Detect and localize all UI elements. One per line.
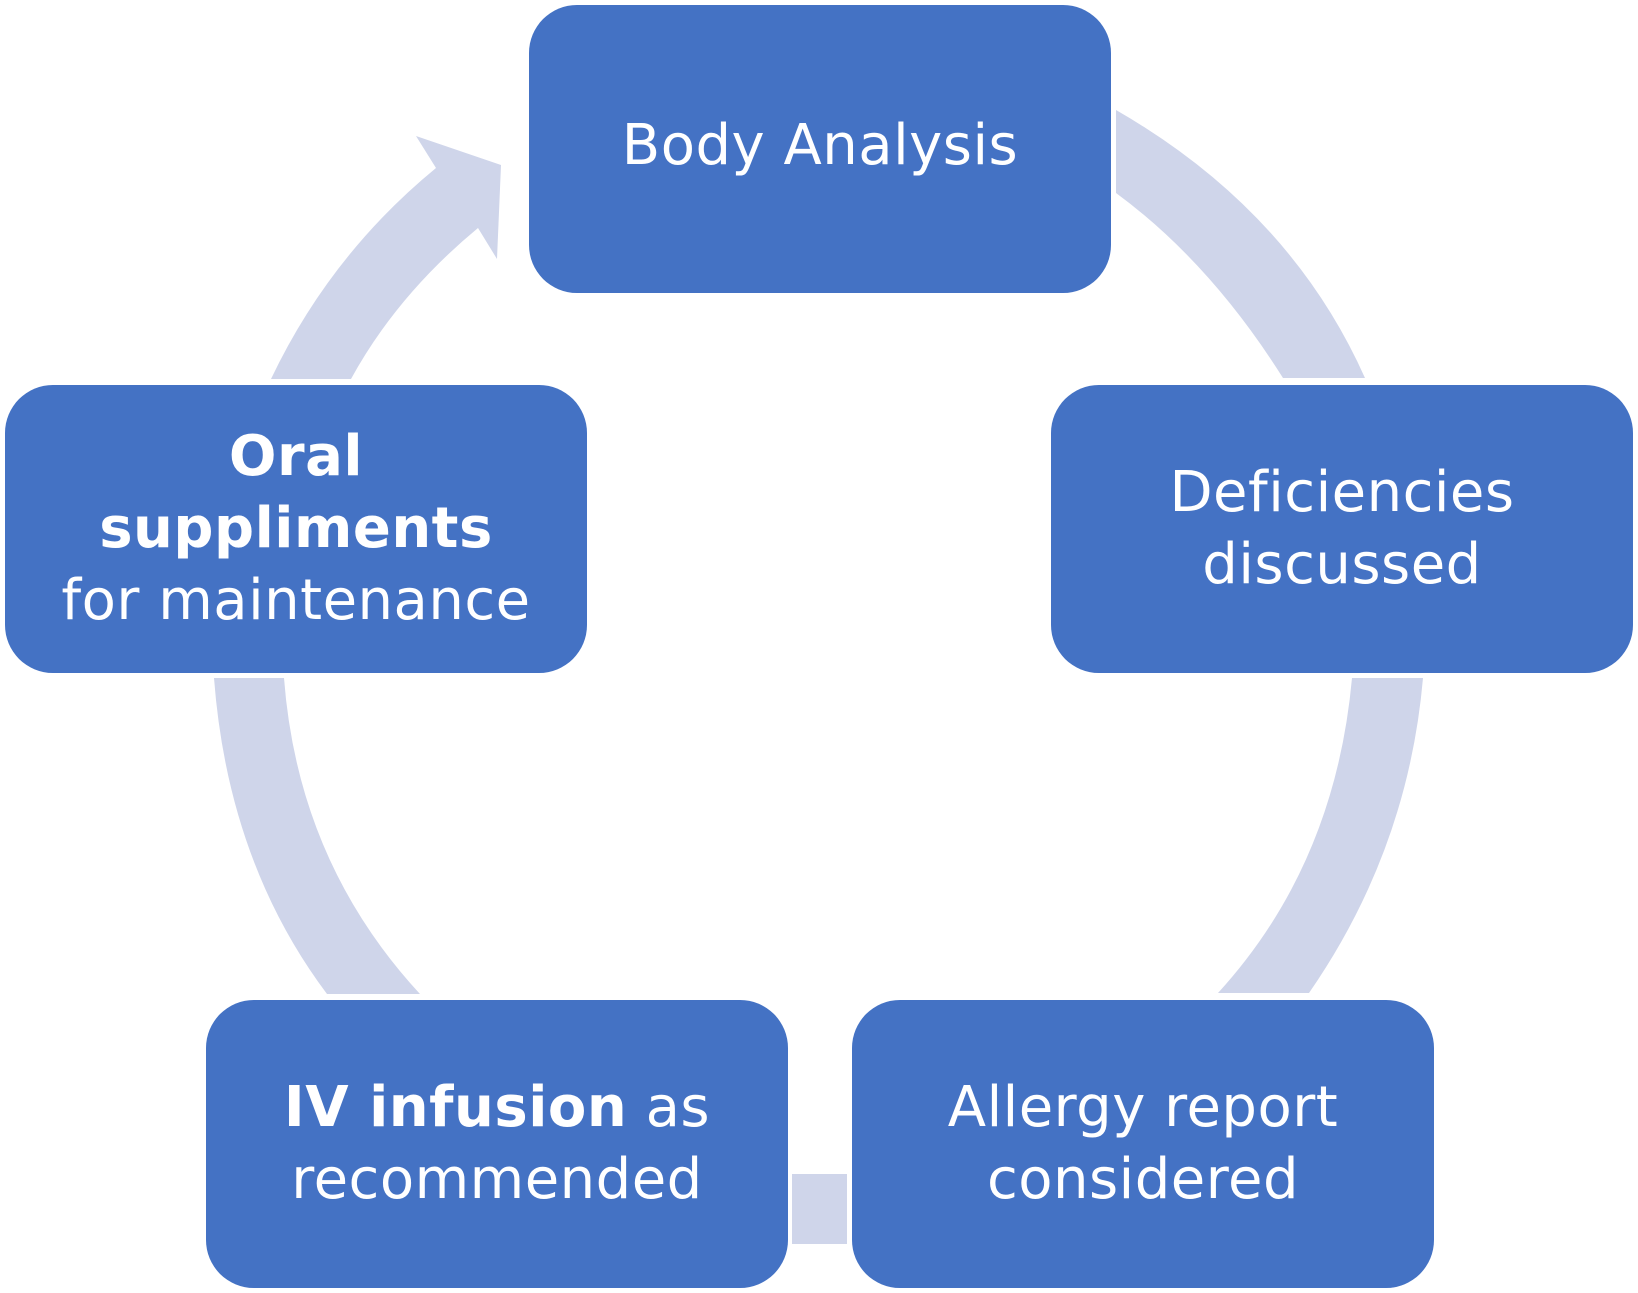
step-body-analysis: Body Analysis <box>529 5 1111 293</box>
connector-iv-to-oral <box>214 678 420 994</box>
connector-oral-to-body-arrow <box>271 136 501 379</box>
step-deficiencies-label: Deficiencies discussed <box>1169 457 1514 601</box>
step-body-analysis-label: Body Analysis <box>622 110 1018 182</box>
step-iv-line1-rest: as <box>627 1075 711 1140</box>
step-iv-line2: recommended <box>291 1147 703 1212</box>
step-deficiencies-line2: discussed <box>1202 532 1482 597</box>
step-allergy-line1: Allergy report <box>947 1075 1339 1140</box>
step-iv-infusion: IV infusion as recommended <box>206 1000 788 1288</box>
step-deficiencies-discussed: Deficiencies discussed <box>1051 385 1633 673</box>
step-allergy-line2: considered <box>986 1147 1300 1212</box>
connector-deficiencies-to-allergy <box>1218 678 1423 993</box>
step-oral-line2: for maintenance <box>61 568 531 633</box>
step-oral-label: Oral suppliments for maintenance <box>41 421 551 637</box>
step-iv-label: IV infusion as recommended <box>284 1072 710 1216</box>
step-oral-supplements: Oral suppliments for maintenance <box>5 385 587 673</box>
step-allergy-label: Allergy report considered <box>948 1072 1338 1216</box>
step-oral-line1-bold: Oral suppliments <box>99 424 493 561</box>
step-deficiencies-line1: Deficiencies <box>1169 460 1515 525</box>
connector-allergy-to-iv <box>792 1174 847 1244</box>
step-body-analysis-line1: Body Analysis <box>621 113 1019 178</box>
step-iv-line1: IV infusion as <box>284 1072 710 1144</box>
step-oral-line1: Oral suppliments <box>41 421 551 565</box>
step-iv-line1-bold: IV infusion <box>283 1075 628 1140</box>
connector-body-to-deficiencies <box>1116 110 1365 378</box>
step-allergy-report: Allergy report considered <box>852 1000 1434 1288</box>
